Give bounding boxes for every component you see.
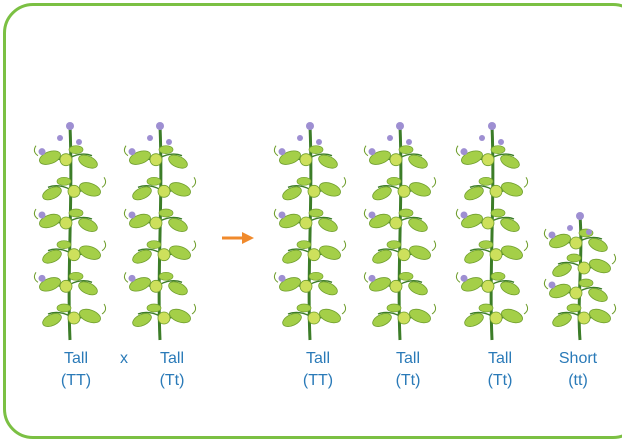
plant-label-2: Tall (Tt) [132, 348, 212, 392]
plant-4-genotype: (Tt) [395, 372, 421, 389]
plant-label-3: Tall (TT) [278, 348, 358, 392]
offspring-plant-3-icon [455, 122, 529, 341]
offspring-plant-2-icon [363, 122, 437, 341]
diagram-frame [3, 3, 622, 439]
plant-3-height: Tall [305, 350, 330, 367]
parent-plant-1-icon [33, 122, 107, 341]
plant-6-genotype: (tt) [568, 372, 588, 389]
offspring-plant-short-icon [543, 212, 617, 341]
plant-2-genotype: (Tt) [159, 372, 185, 389]
plant-6-height: Short [558, 350, 598, 367]
plant-2-height: Tall [159, 350, 184, 367]
plant-1-height: Tall [63, 350, 88, 367]
cross-symbol: x [120, 350, 128, 367]
plant-label-5: Tall (Tt) [460, 348, 540, 392]
parent-plant-2-icon [123, 122, 197, 341]
plant-3-genotype: (TT) [302, 372, 334, 389]
plant-1-genotype: (TT) [60, 372, 92, 389]
plant-5-genotype: (Tt) [487, 372, 513, 389]
plant-label-6: Short (tt) [538, 348, 618, 392]
plant-4-height: Tall [395, 350, 420, 367]
plant-5-height: Tall [487, 350, 512, 367]
plant-label-4: Tall (Tt) [368, 348, 448, 392]
plant-label-1: Tall (TT) [36, 348, 116, 392]
offspring-plant-1-icon [273, 122, 347, 341]
right-arrow-icon [222, 232, 254, 244]
